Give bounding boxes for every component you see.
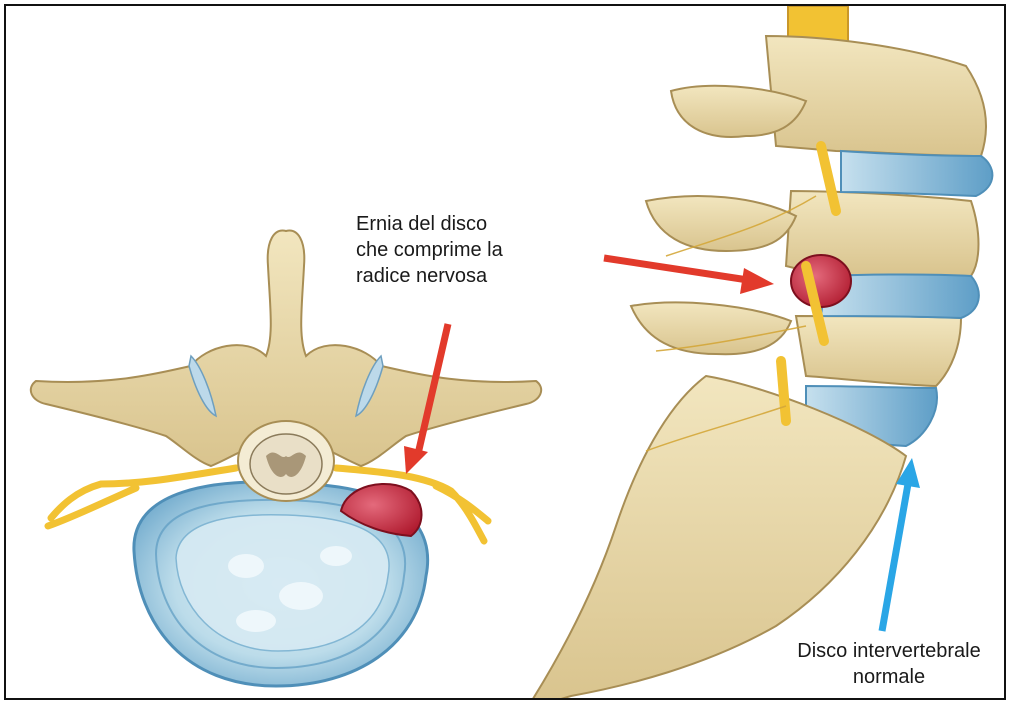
- herniation-label: Ernia del disco che comprime la radice n…: [356, 211, 503, 289]
- spinous-process-2: [646, 196, 796, 251]
- herniation-label-line-1: Ernia del disco: [356, 211, 503, 237]
- normal-disc-label: Disco intervertebrale normale: [758, 638, 1006, 690]
- lateral-herniation: [791, 255, 851, 307]
- illustration-frame: Ernia del disco che comprime la radice n…: [4, 4, 1006, 700]
- spinal-cord: [250, 434, 322, 494]
- lateral-disc-1: [841, 151, 992, 196]
- lateral-spine: [531, 6, 992, 700]
- spine-illustration: [6, 6, 1006, 700]
- spinous-process-3: [631, 302, 791, 354]
- normal-disc-label-line-2: normale: [758, 664, 1006, 690]
- red-arrow-lateral: [604, 258, 774, 294]
- normal-disc-label-line-1: Disco intervertebrale: [758, 638, 1006, 664]
- herniation-label-line-2: che comprime la: [356, 237, 503, 263]
- vertebra-1: [766, 36, 986, 156]
- herniation-label-line-3: radice nervosa: [356, 263, 503, 289]
- axial-vertebra: [31, 231, 541, 686]
